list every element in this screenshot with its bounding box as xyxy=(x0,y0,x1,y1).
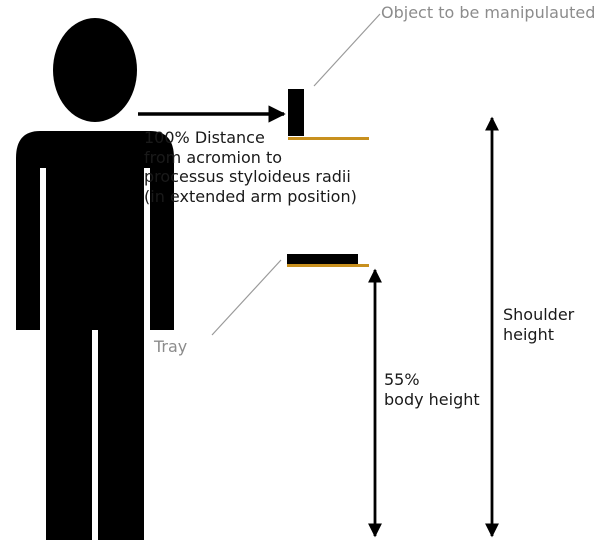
person-silhouette-icon xyxy=(16,18,174,540)
object-leader-line xyxy=(313,13,381,87)
body-height-label-line: body height xyxy=(384,389,480,409)
tray-label: Tray xyxy=(154,337,188,356)
shoulder-height-label-line: height xyxy=(503,324,554,344)
upper-shelf xyxy=(288,137,369,140)
body-height-label-line: 55% xyxy=(384,370,420,389)
distance-label-line: 100% Distance xyxy=(144,128,265,147)
object-block xyxy=(288,89,304,136)
shoulder-height-label: Shoulder height xyxy=(503,305,574,344)
body-height-label: 55% body height xyxy=(384,370,480,409)
object-label: Object to be manipulauted xyxy=(381,3,596,22)
lower-shelf xyxy=(287,264,369,267)
tray-block xyxy=(287,254,358,264)
distance-label-line: (in extended arm position) xyxy=(144,186,357,206)
shoulder-height-label-line: Shoulder xyxy=(503,305,575,324)
tray-leader-line xyxy=(211,259,282,336)
distance-label: 100% Distance from acromion to processus… xyxy=(144,128,357,206)
distance-label-line: processus styloideus radii xyxy=(144,167,351,187)
distance-label-line: from acromion to xyxy=(144,147,283,167)
